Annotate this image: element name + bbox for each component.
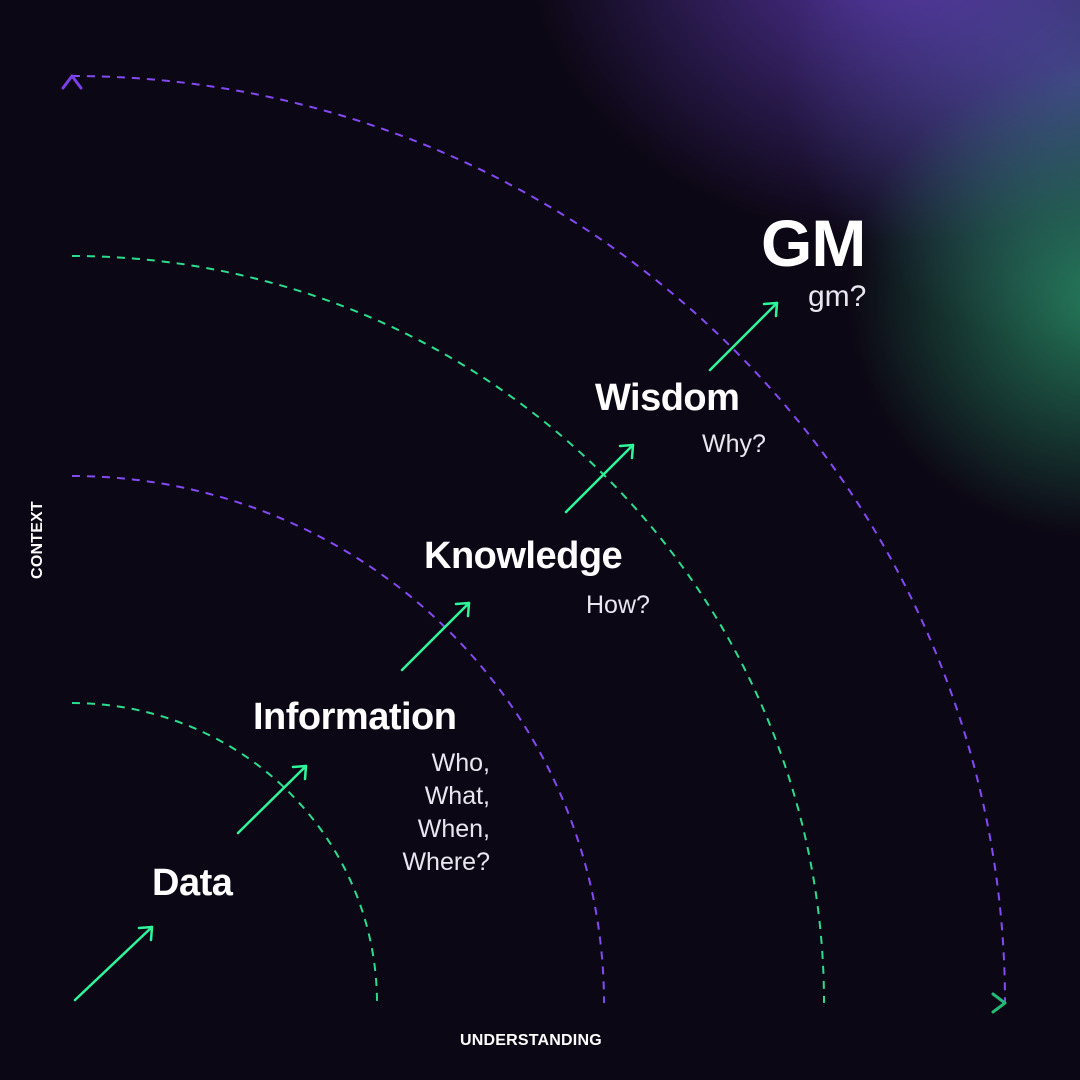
stage-question-information: Who, What, When, Where? (402, 749, 490, 876)
arrow-data (73, 925, 154, 1002)
arrow-knowledge (400, 601, 471, 672)
arc-data-boundary (71, 702, 378, 1004)
arc-wisdom-boundary (71, 75, 1006, 1004)
stage-question-wisdom: Why? (702, 430, 766, 458)
arc-information-boundary (71, 475, 605, 1004)
x-axis-arrowhead (991, 992, 1007, 1014)
x-axis-label: UNDERSTANDING (460, 1032, 602, 1049)
stage-title-wisdom: Wisdom (595, 377, 740, 419)
y-axis-label: CONTEXT (29, 501, 46, 579)
arrow-wisdom (564, 443, 635, 514)
stage-question-knowledge: How? (586, 591, 650, 619)
stage-question-gm: gm? (808, 280, 867, 313)
y-axis-arrowhead (61, 74, 83, 90)
stage-title-knowledge: Knowledge (424, 535, 623, 577)
arrow-information (236, 764, 308, 835)
arrow-gm (708, 301, 779, 372)
stage-title-data: Data (152, 862, 233, 904)
stage-title-gm: GM (761, 206, 866, 280)
stage-title-information: Information (253, 696, 457, 738)
